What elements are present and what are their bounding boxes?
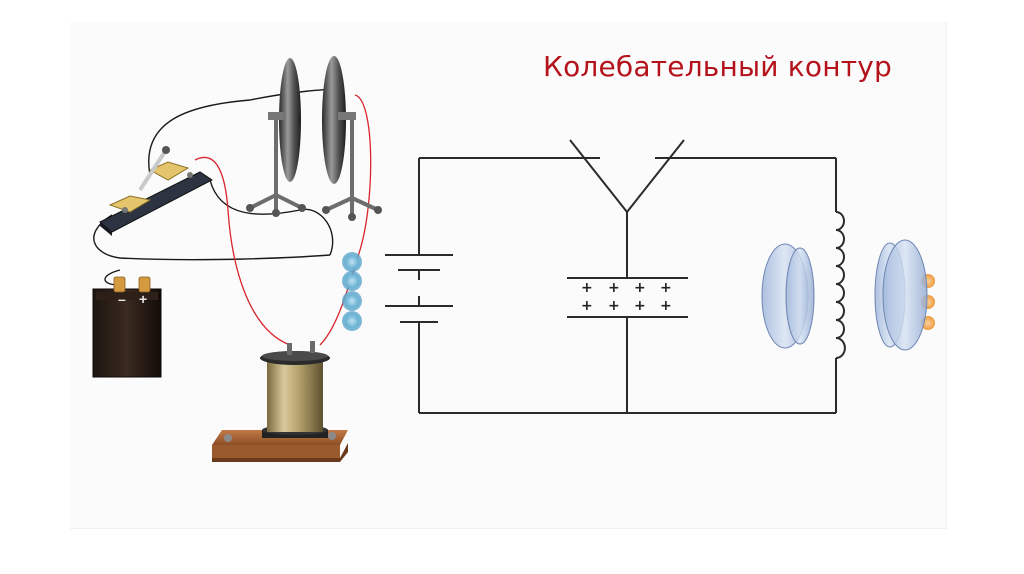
capacitor-sign: + [634,298,646,314]
knife-switch [99,146,213,236]
induction-coil [212,341,348,462]
capacitor-charges: + + + + + + + + [581,280,672,314]
red-wires [194,94,372,346]
battery-plus-label: + [139,291,147,307]
antenna-symbol [569,139,685,214]
disc-electrodes [246,56,382,221]
circuit-schematic [385,139,846,414]
left-disc [246,58,306,217]
battery-minus-label: – [118,291,126,307]
inductor-coil-symbol [835,211,846,359]
black-wire-switch-to-disc [148,88,341,176]
black-wires [93,88,341,286]
capacitor-sign: + [660,298,672,314]
magnetic-field-right [874,239,928,351]
slide-title: Колебательный контур [543,50,893,83]
battery: – + [92,276,162,378]
capacitor-sign: + [660,280,672,296]
right-disc [322,56,382,221]
black-wire-switch-to-battery [93,214,331,261]
capacitor-sign: + [581,280,593,296]
blue-charges [342,252,362,331]
capacitor-sign: + [608,298,620,314]
red-wire-disc-to-coil [319,94,372,346]
capacitor-sign: + [608,280,620,296]
magnetic-field-left [761,243,815,349]
red-wire-switch-to-coil [194,156,291,346]
capacitor-sign: + [581,298,593,314]
battery-symbol-plates [385,254,453,323]
capacitor-sign: + [634,280,646,296]
